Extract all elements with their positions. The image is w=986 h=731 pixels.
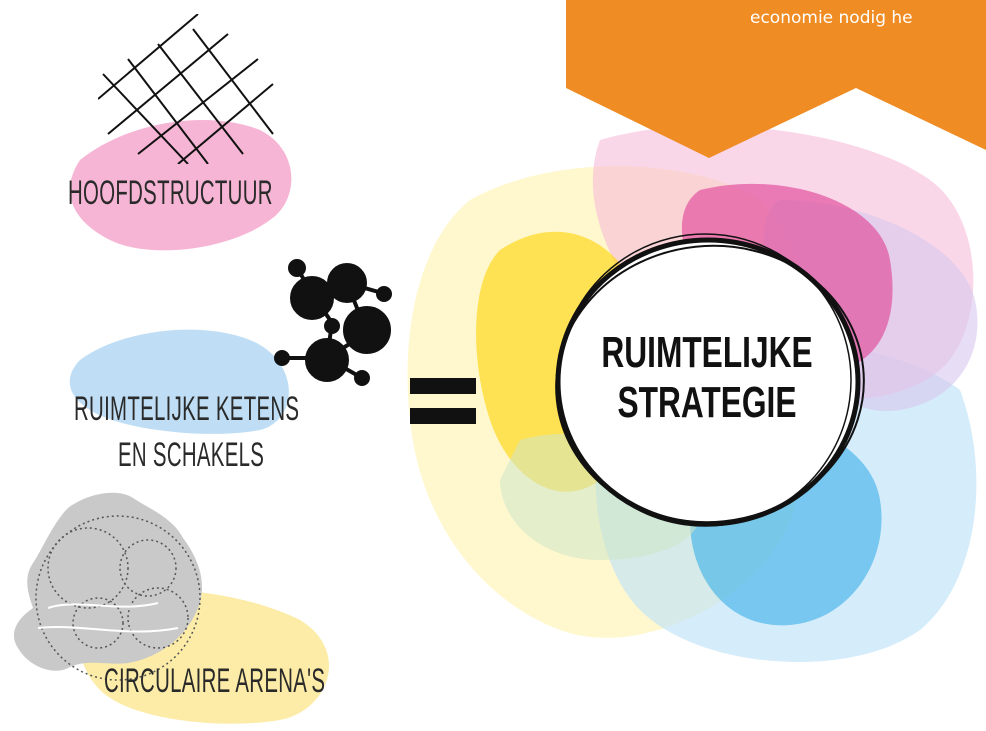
province-map-icon xyxy=(13,492,203,681)
blue-patch-left xyxy=(69,329,289,434)
strategy-line2: STRATEGIE xyxy=(617,378,797,427)
pink-patch-left xyxy=(70,120,292,251)
label-ketens-line1: RUIMTELIJKE KETENS xyxy=(74,390,300,428)
label-arenas: CIRCULAIRE ARENA'S xyxy=(104,662,326,700)
banner-shape xyxy=(566,0,986,158)
orange-banner xyxy=(566,0,986,158)
strategy-label: RUIMTELIJKE STRATEGIE xyxy=(594,328,820,428)
grid-lines-icon xyxy=(98,14,274,164)
equals-bar-bottom xyxy=(410,408,476,424)
equals-bar-top xyxy=(410,378,476,394)
label-hoofdstructuur: HOOFDSTRUCTUUR xyxy=(68,174,273,212)
strategy-line1: RUIMTELIJKE xyxy=(601,328,813,377)
banner-text: economie nodig he xyxy=(750,8,913,28)
label-ketens-line2: EN SCHAKELS xyxy=(118,436,265,474)
network-molecule-icon xyxy=(274,259,392,386)
strategy-circle xyxy=(555,233,865,527)
